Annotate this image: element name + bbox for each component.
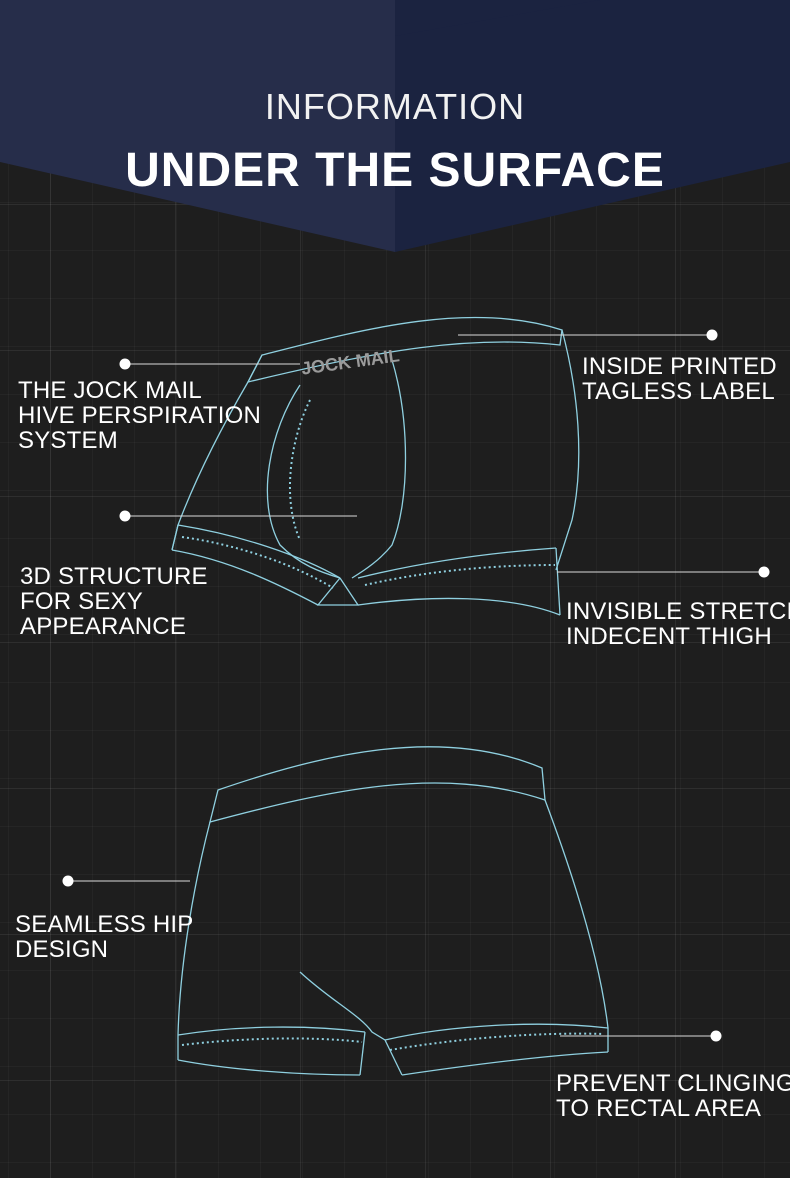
front-view-outline (171, 316, 580, 616)
callout-line: FOR SEXY (20, 588, 143, 615)
callout-line: APPEARANCE (20, 613, 187, 640)
callout-line: INVISIBLE STRETCH (566, 598, 790, 625)
header-banner (0, 0, 790, 252)
callout-leaders (68, 334, 764, 1037)
waistband-brand-text: JOCK MAIL (300, 345, 401, 379)
callout-tagless-label: INSIDE PRINTED TAGLESS LABEL (582, 354, 777, 404)
callout-dots (62, 329, 770, 1042)
callout-seamless-hip: SEAMLESS HIP DESIGN (15, 912, 193, 962)
callout-invisible-stretch: INVISIBLE STRETCH INDECENT THIGH (566, 599, 790, 649)
callout-line: INDECENT THIGH (566, 623, 772, 650)
callout-prevent-clinging: PREVENT CLINGING TO RECTAL AREA (556, 1071, 790, 1121)
callout-3d-structure: 3D STRUCTURE FOR SEXY APPEARANCE (20, 564, 208, 639)
back-view-outline (177, 746, 609, 1076)
callout-line: INSIDE PRINTED (582, 353, 777, 380)
callout-line: SYSTEM (18, 427, 118, 454)
callout-line: SEAMLESS HIP (15, 911, 194, 938)
section-subtitle: INFORMATION (264, 86, 526, 127)
callout-line: TAGLESS LABEL (582, 378, 775, 405)
callout-line: TO RECTAL AREA (556, 1095, 762, 1122)
callout-line: 3D STRUCTURE (20, 563, 208, 590)
callout-line: THE JOCK MAIL (18, 377, 202, 404)
callout-line: HIVE PERSPIRATION (18, 402, 262, 429)
callout-line: DESIGN (15, 936, 109, 963)
callout-line: PREVENT CLINGING (556, 1070, 790, 1097)
callout-hive-perspiration: THE JOCK MAIL HIVE PERSPIRATION SYSTEM (18, 378, 261, 453)
section-title: UNDER THE SURFACE (125, 144, 665, 197)
